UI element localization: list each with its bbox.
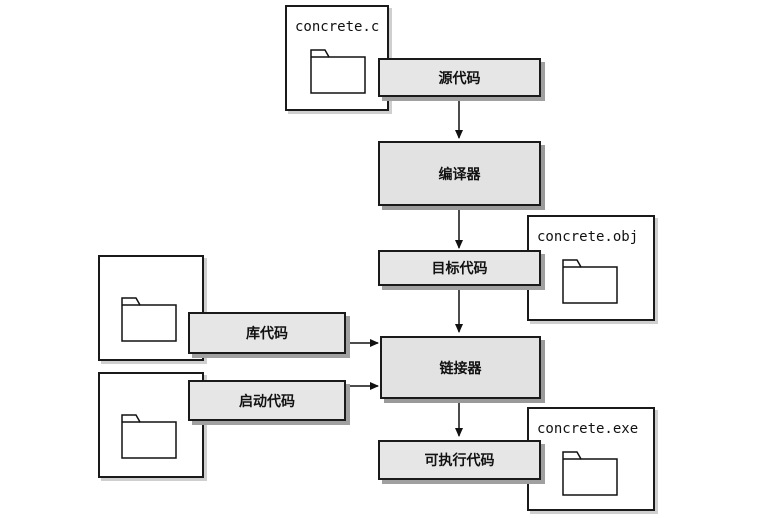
folder-icon [121, 414, 177, 459]
object-file-card: concrete.obj [527, 215, 655, 321]
startup-file-card [98, 372, 204, 478]
executable-file-name: concrete.exe [537, 421, 639, 437]
folder-icon [121, 297, 177, 342]
folder-icon [310, 49, 366, 94]
folder-icon [562, 451, 618, 496]
folder-icon [562, 259, 618, 304]
object-code-label: 目标代码 [378, 250, 541, 286]
linker-box: 链接器 [380, 336, 541, 399]
executable-code-label: 可执行代码 [378, 440, 541, 480]
source-code-label: 源代码 [378, 58, 541, 97]
object-file-name: concrete.obj [537, 229, 639, 245]
source-file-name: concrete.c [295, 19, 380, 35]
source-file-card: concrete.c [285, 5, 389, 111]
compiler-box: 编译器 [378, 141, 541, 206]
library-code-label: 库代码 [188, 312, 346, 354]
library-file-card [98, 255, 204, 361]
startup-code-label: 启动代码 [188, 380, 346, 421]
executable-file-card: concrete.exe [527, 407, 655, 511]
